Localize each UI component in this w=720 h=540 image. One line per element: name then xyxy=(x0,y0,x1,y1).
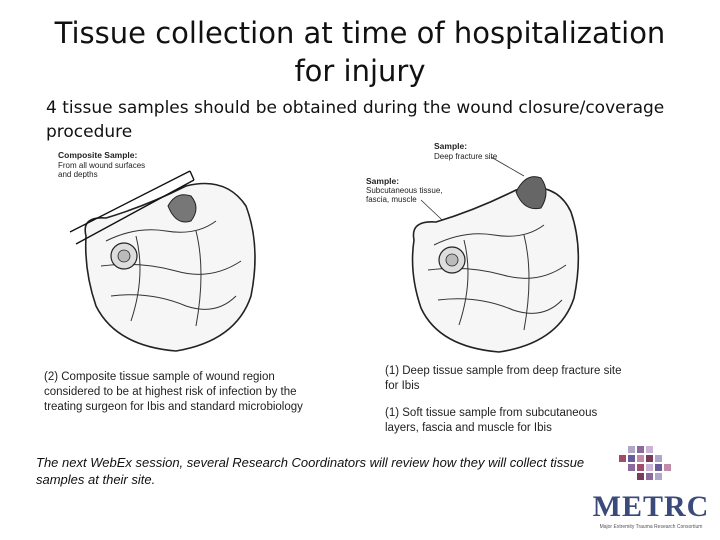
metrc-logo: METRC Major Extremity Trauma Research Co… xyxy=(588,440,714,536)
composite-sample-caption: (2) Composite tissue sample of wound reg… xyxy=(44,371,303,413)
deep-sample-caption: (1) Deep tissue sample from deep fractur… xyxy=(385,365,622,392)
logo-tagline: Major Extremity Trauma Research Consorti… xyxy=(599,524,703,530)
deep-label-title: Sample: xyxy=(434,141,467,151)
composite-label-line1: From all wound surfaces xyxy=(58,161,145,170)
leg-cross-section-illustration-right: Sample: Deep fracture site Sample: Subcu… xyxy=(366,141,580,353)
logo-mosaic-icon xyxy=(619,446,671,480)
slide-title: Tissue collection at time of hospitaliza… xyxy=(54,16,666,88)
soft-label-title: Sample: xyxy=(366,176,399,186)
deep-label-text: Deep fracture site xyxy=(434,152,498,161)
composite-label-title: Composite Sample: xyxy=(58,150,138,160)
composite-label-line2: and depths xyxy=(58,170,98,179)
logo-wordmark: METRC xyxy=(592,490,710,523)
soft-label-line1: Subcutaneous tissue, xyxy=(366,186,443,195)
soft-sample-caption: (1) Soft tissue sample from subcutaneous… xyxy=(385,407,598,434)
footer-note: The next WebEx session, several Research… xyxy=(36,455,585,487)
composite-sample-figure: Composite Sample: From all wound surface… xyxy=(56,146,286,356)
deep-sample-figure: Sample: Deep fracture site Sample: Subcu… xyxy=(366,140,596,356)
leg-cross-section-illustration: Composite Sample: From all wound surface… xyxy=(58,150,256,352)
soft-label-line2: fascia, muscle xyxy=(366,195,417,204)
slide-subtitle: 4 tissue samples should be obtained duri… xyxy=(46,98,665,142)
